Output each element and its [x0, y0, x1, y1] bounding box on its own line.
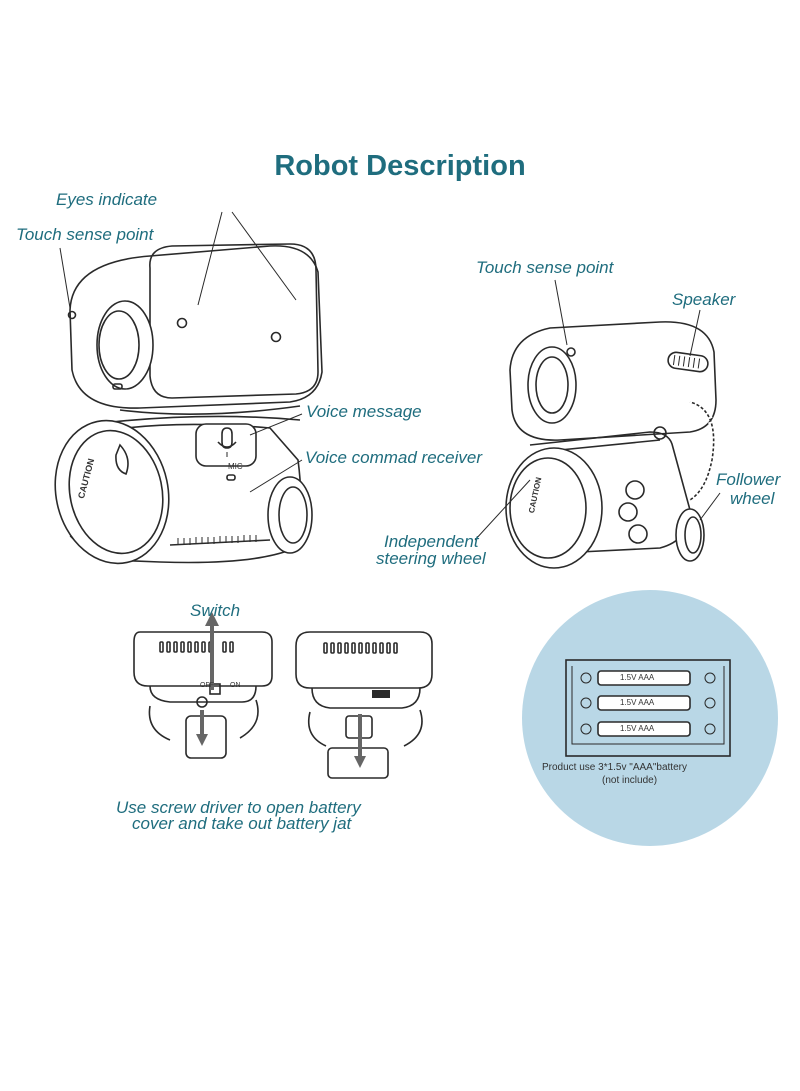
label-voice-receiver: Voice commad receiver [305, 448, 482, 467]
switch-off-text: OFF [200, 682, 214, 689]
battery-box-right [295, 631, 433, 779]
battery-box-left [133, 612, 273, 759]
label-screw-line-2: cover and take out battery jat [132, 814, 352, 833]
battery-note-2: (not include) [602, 775, 658, 786]
label-eyes-indicate: Eyes indicate [56, 190, 158, 209]
label-touch-sense-left: Touch sense point [16, 225, 154, 244]
label-screw-line-1: Use screw driver to open battery [116, 798, 361, 817]
label-wheel: wheel [730, 489, 775, 508]
battery-note-1: Product use 3*1.5v "AAA"battery [542, 762, 687, 773]
robot-rear-view [505, 321, 717, 569]
robot-front-view [54, 243, 323, 565]
label-touch-sense-right: Touch sense point [476, 258, 614, 277]
label-voice-message: Voice message [306, 402, 422, 421]
battery-cell-2: 1.5V AAA [620, 698, 655, 707]
battery-cell-3: 1.5V AAA [620, 724, 655, 733]
mic-text: MIC [228, 462, 243, 471]
battery-circle [522, 590, 778, 846]
figure-title: Robot Description [274, 150, 526, 182]
label-switch: Switch [190, 601, 241, 620]
left-leader-lines [59, 211, 303, 493]
battery-cell-1: 1.5V AAA [620, 673, 655, 682]
label-independent: Independent [384, 532, 479, 551]
label-speaker: Speaker [672, 290, 736, 309]
battery-holder [565, 659, 731, 757]
label-steering-wheel: steering wheel [376, 549, 486, 568]
switch-on-text: ON [230, 682, 241, 689]
label-follower: Follower [716, 470, 781, 489]
right-leader-lines [474, 279, 721, 541]
